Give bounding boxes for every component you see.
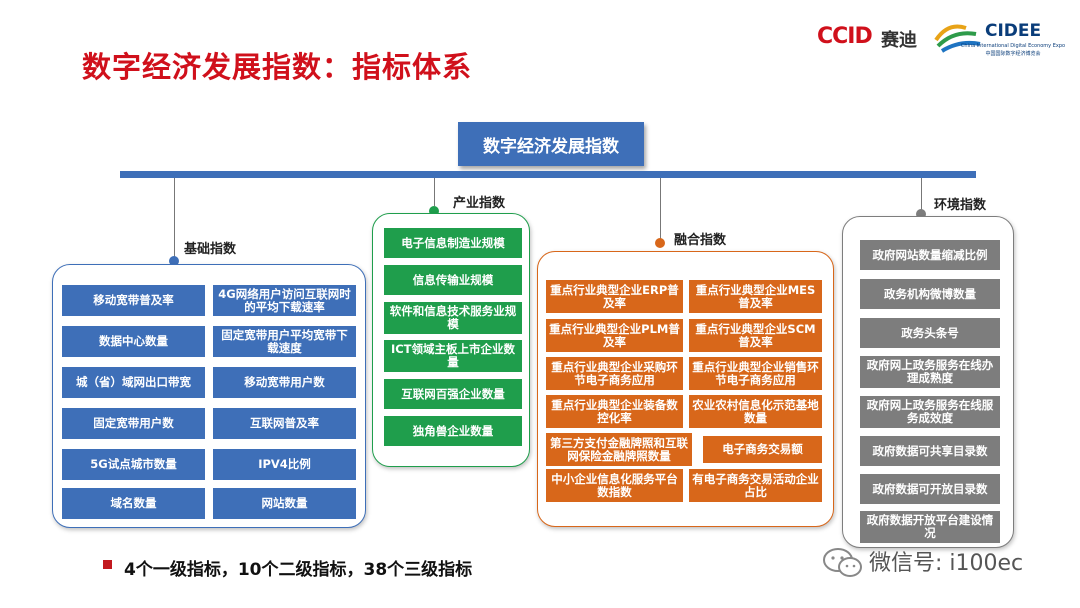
connector-line-huanjing <box>921 178 922 210</box>
jichu-item: 数据中心数量 <box>62 326 205 357</box>
jichu-item: 移动宽带普及率 <box>62 285 205 316</box>
ronghe-item: 重点行业典型企业装备数控化率 <box>546 395 683 428</box>
huanjing-item: 政府网上政务服务在线服务成效度 <box>860 396 1000 428</box>
cidee-logo: CIDEE <box>985 21 1042 41</box>
ronghe-item: 第三方支付金融牌照和互联网保险金融牌照数量 <box>546 433 692 466</box>
huanjing-item: 政府数据开放平台建设情况 <box>860 511 1000 543</box>
wechat-icon <box>823 548 862 577</box>
jichu-item: 城（省）域网出口带宽 <box>62 367 205 398</box>
chanye-item: 信息传输业规模 <box>384 265 522 295</box>
ronghe-item: 电子商务交易额 <box>703 436 822 463</box>
connector-dot-ronghe <box>655 238 665 248</box>
category-label-huanjing: 环境指数 <box>934 198 987 213</box>
page-title: 数字经济发展指数：指标体系 <box>82 50 473 84</box>
huanjing-item: 政务机构微博数量 <box>860 279 1000 309</box>
connector-dot-chanye <box>429 206 439 216</box>
summary-text: 4个一级指标，10个二级指标，38个三级指标 <box>124 560 473 580</box>
huanjing-item: 政府网上政务服务在线办理成熟度 <box>860 356 1000 388</box>
huanjing-item: 政府数据可共享目录数 <box>860 436 1000 466</box>
jichu-item: 4G网络用户访问互联网时的平均下载速率 <box>213 285 356 316</box>
huanjing-item: 政府数据可开放目录数 <box>860 474 1000 504</box>
connector-dot-huanjing <box>916 209 926 219</box>
connector-line-ronghe <box>660 178 661 240</box>
ronghe-item: 重点行业典型企业销售环节电子商务应用 <box>689 357 822 390</box>
jichu-item: 固定宽带用户数 <box>62 408 205 439</box>
ronghe-item: 重点行业典型企业PLM普及率 <box>546 319 683 352</box>
cidee-swirl-icon <box>934 24 981 53</box>
ronghe-item: 重点行业典型企业SCM普及率 <box>689 319 822 352</box>
ccid-logo: CCID <box>817 24 873 49</box>
huanjing-item: 政府网站数量缩减比例 <box>860 240 1000 270</box>
ronghe-item: 重点行业典型企业MES普及率 <box>689 280 822 313</box>
connector-line-jichu <box>174 178 175 258</box>
ronghe-item: 重点行业典型企业采购环节电子商务应用 <box>546 357 683 390</box>
ronghe-item: 有电子商务交易活动企业占比 <box>689 469 822 502</box>
jichu-item: 互联网普及率 <box>213 408 356 439</box>
connector-line-chanye <box>434 178 435 206</box>
bullet-square-icon <box>103 560 112 569</box>
category-label-chanye: 产业指数 <box>453 196 506 211</box>
ronghe-item: 农业农村信息化示范基地数量 <box>689 395 822 428</box>
jichu-item: IPV4比例 <box>213 449 356 480</box>
chanye-item: 互联网百强企业数量 <box>384 379 522 409</box>
cidee-logo-subtitle-cn: 中国国际数字经济博览会 <box>985 51 1041 57</box>
jichu-item: 网站数量 <box>213 488 356 519</box>
chanye-item: 电子信息制造业规模 <box>384 228 522 258</box>
cidee-logo-subtitle-en: China International Digital Economy Expo <box>960 43 1066 49</box>
jichu-item: 固定宽带用户平均宽带下载速度 <box>213 326 356 357</box>
ccid-logo-cn: 赛迪 <box>881 30 917 51</box>
chanye-item: 软件和信息技术服务业规模 <box>384 302 522 334</box>
chanye-item: ICT领域主板上市企业数量 <box>384 340 522 372</box>
category-label-ronghe: 融合指数 <box>674 233 727 248</box>
ronghe-item: 重点行业典型企业ERP普及率 <box>546 280 683 313</box>
ronghe-item: 中小企业信息化服务平台数指数 <box>546 469 683 502</box>
wechat-watermark: 微信号: i100ec <box>869 551 1024 576</box>
jichu-item: 移动宽带用户数 <box>213 367 356 398</box>
connector-bar <box>120 171 976 178</box>
chanye-item: 独角兽企业数量 <box>384 416 522 446</box>
root-node: 数字经济发展指数 <box>458 122 644 166</box>
jichu-item: 域名数量 <box>62 488 205 519</box>
connector-dot-jichu <box>169 256 179 266</box>
huanjing-item: 政务头条号 <box>860 318 1000 348</box>
jichu-item: 5G试点城市数量 <box>62 449 205 480</box>
category-label-jichu: 基础指数 <box>184 242 237 257</box>
